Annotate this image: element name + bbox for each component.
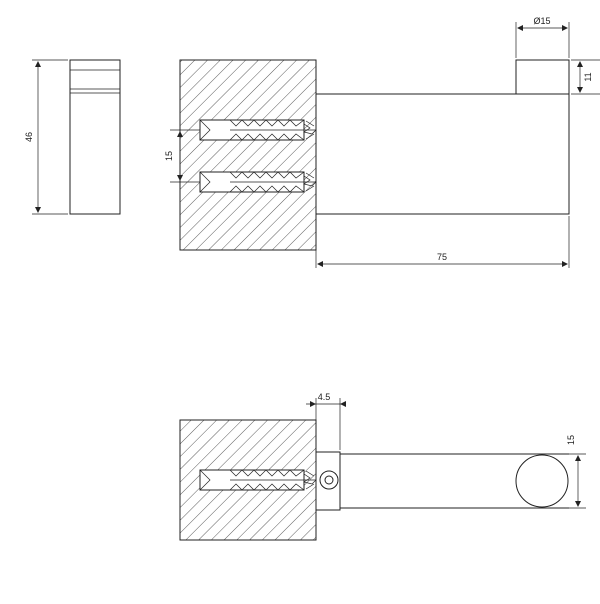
hook-rod-top: [315, 93, 570, 215]
anchor-spacing-label: 15: [164, 151, 174, 161]
hook-cap-top: [515, 59, 570, 95]
front-view: 4.5 15: [179, 392, 586, 541]
screw-offset-label: 4.5: [318, 392, 331, 402]
cap-height-label: 11: [583, 72, 593, 81]
wall-section-top: [179, 59, 317, 251]
side-view: 46: [24, 59, 121, 215]
hook-end-circle-icon: [515, 454, 569, 508]
screw-head-icon: [319, 470, 339, 490]
mounting-plate-front: [315, 451, 341, 511]
wall-anchor-lower: [199, 171, 317, 193]
wall-anchor-front: [199, 469, 317, 491]
top-view: 15 Ø15 11 75: [164, 16, 600, 268]
rod-height-label: 15: [566, 435, 576, 445]
height-dimension-label: 46: [24, 132, 34, 142]
wall-anchor-upper: [199, 119, 317, 141]
diameter-label: Ø15: [533, 16, 550, 26]
side-view-body: [69, 59, 121, 215]
projection-label: 75: [437, 252, 447, 262]
